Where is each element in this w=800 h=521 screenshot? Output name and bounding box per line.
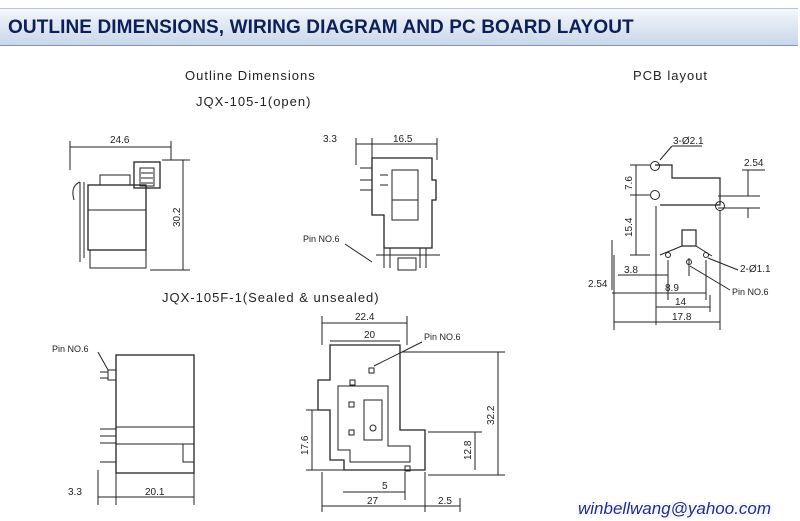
dim-side-left: 3.3: [323, 134, 337, 145]
pcb-254-top: 2.54: [744, 158, 764, 169]
pin-no6-label-pcb: Pin NO.6: [732, 287, 769, 297]
dim-side-width: 16.5: [393, 134, 413, 145]
bottom-20: 20: [364, 330, 376, 341]
pcb-38: 3.8: [624, 265, 638, 276]
side-view-sealed: [97, 351, 195, 505]
pcb-178: 17.8: [672, 312, 692, 323]
watermark-email: winbellwang@yahoo.com: [578, 499, 772, 518]
sealed-model-label: JQX-105F-1(Sealed & unsealed): [162, 290, 380, 305]
pin-no6-label-side: Pin NO.6: [303, 234, 340, 244]
pcb-hole-small: 2-Ø1.1: [740, 264, 771, 275]
dim-front-width: 24.6: [110, 135, 130, 146]
pcb-14: 14: [675, 297, 687, 308]
outline-dimensions-title: Outline Dimensions: [185, 68, 316, 83]
section-header: OUTLINE DIMENSIONS, WIRING DIAGRAM AND P…: [0, 8, 798, 46]
pcb-154: 15.4: [624, 217, 635, 237]
pcb-76: 7.6: [624, 176, 635, 190]
bottom-view-sealed: [306, 316, 505, 512]
pcb-hole-big: 3-Ø2.1: [673, 136, 704, 147]
dim-front-height: 30.2: [172, 207, 183, 227]
pcb-254-left: 2.54: [588, 279, 608, 290]
bottom-322: 32.2: [486, 405, 497, 425]
side-view-open: [344, 138, 440, 271]
sealed-side-width: 20.1: [145, 487, 165, 498]
bottom-128: 12.8: [463, 440, 474, 460]
bottom-27: 27: [367, 496, 379, 507]
pin-no6-label-sealed: Pin NO.6: [52, 344, 89, 354]
open-model-label: JQX-105-1(open): [196, 94, 312, 109]
pcb-89: 8.9: [665, 283, 679, 294]
bottom-224: 22.4: [355, 312, 375, 323]
pcb-layout: [611, 145, 765, 330]
front-view-open: [69, 141, 190, 271]
section-title: OUTLINE DIMENSIONS, WIRING DIAGRAM AND P…: [8, 17, 634, 38]
bottom-25: 2.5: [438, 496, 452, 507]
bottom-5: 5: [382, 481, 388, 492]
bottom-176: 17.6: [300, 435, 311, 455]
pcb-layout-title: PCB layout: [633, 68, 709, 83]
pin-no6-label-bottom: Pin NO.6: [424, 332, 461, 342]
sealed-side-left: 3.3: [68, 487, 82, 498]
